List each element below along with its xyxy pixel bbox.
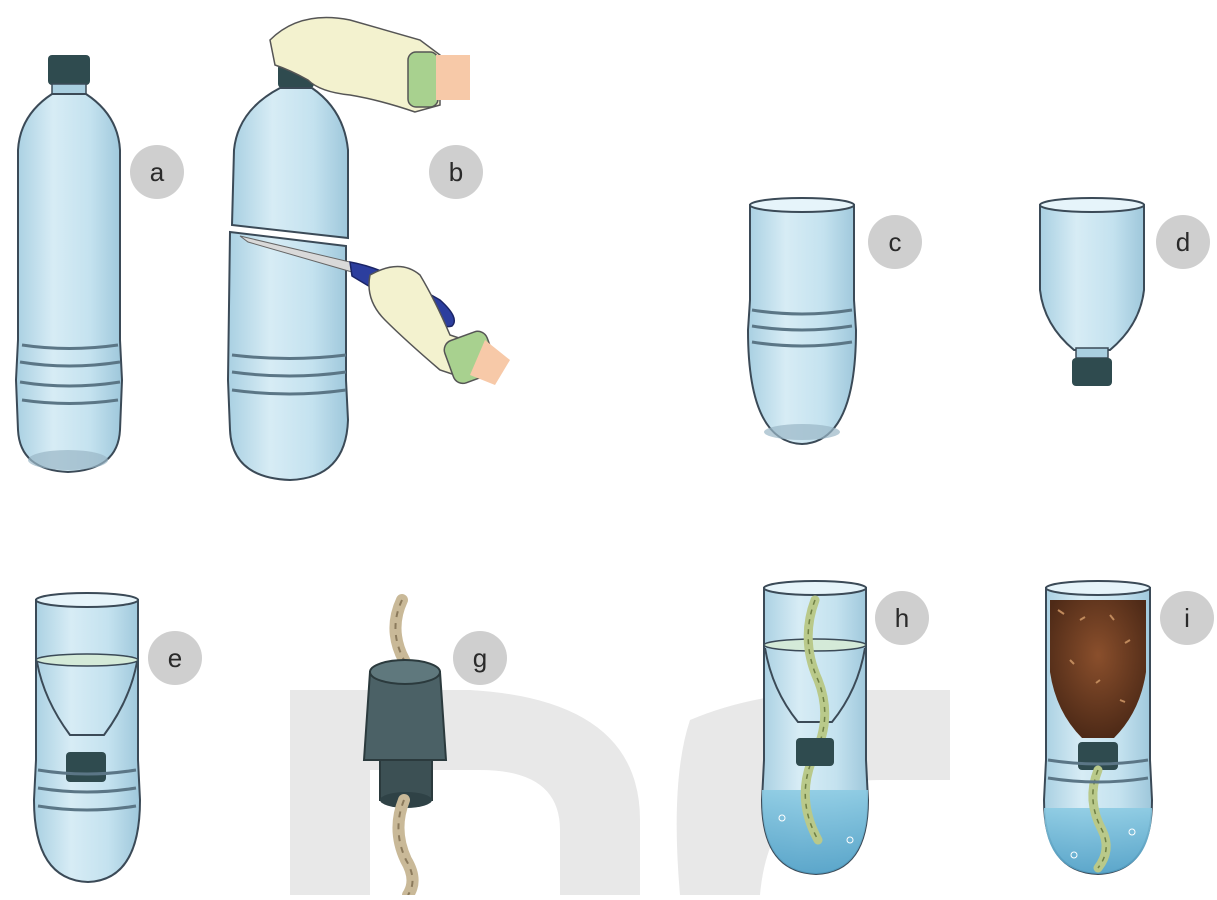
step-badge-d: d <box>1156 215 1210 269</box>
step-label-c: c <box>889 227 902 257</box>
bottle-top-inverted <box>1040 198 1144 386</box>
step-label-g: g <box>473 643 487 673</box>
step-badge-i: i <box>1160 591 1214 645</box>
planter-with-soil <box>1044 581 1152 874</box>
step-label-h: h <box>895 603 909 633</box>
step-badge-h: h <box>875 591 929 645</box>
step-badge-b: b <box>429 145 483 199</box>
step-label-e: e <box>168 643 182 673</box>
step-label-a: a <box>150 157 165 187</box>
step-label-i: i <box>1184 603 1190 633</box>
bottle-full <box>16 55 122 472</box>
step-badge-a: a <box>130 145 184 199</box>
cap-with-rope <box>364 600 446 895</box>
planter-with-water <box>762 581 868 874</box>
bottle-cutting <box>228 18 510 481</box>
step-badge-e: e <box>148 631 202 685</box>
step-badge-c: c <box>868 215 922 269</box>
step-label-d: d <box>1176 227 1190 257</box>
step-label-b: b <box>449 157 463 187</box>
bottle-assembled <box>34 593 140 882</box>
step-badge-g: g <box>453 631 507 685</box>
bottle-bottom-half <box>748 198 856 444</box>
